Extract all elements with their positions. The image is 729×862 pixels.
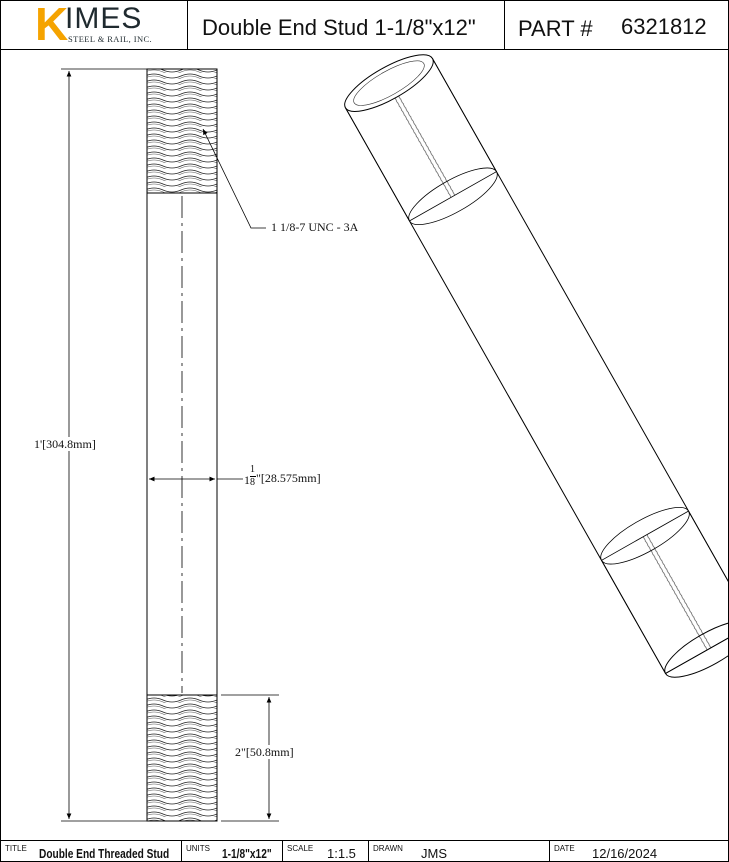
isometric-stud-view (344, 54, 728, 678)
diameter-denominator: 8 (250, 477, 255, 488)
footer-date-value: 12/16/2024 (592, 846, 658, 861)
title-block-header: K IMES STEEL & RAIL, INC. Double End Stu… (1, 1, 728, 50)
logo-initial: K (35, 0, 69, 50)
overall-length-label: 1'[304.8mm] (34, 437, 96, 451)
footer-units-label: UNITS (186, 844, 210, 853)
diameter-numerator: 1 (250, 464, 255, 475)
footer-title-cell: TITLE Double End Threaded Stud (1, 841, 182, 862)
footer-date-label: DATE (554, 844, 575, 853)
footer-title-label: TITLE (5, 844, 27, 853)
footer-units-cell: UNITS 1-1/8"x12" (182, 841, 283, 862)
diameter-rest: "[28.575mm] (256, 471, 321, 485)
footer-drawn-value: JMS (421, 846, 447, 861)
diameter-label: 1 1 8 "[28.575mm] (244, 465, 344, 493)
title-block-footer: TITLE Double End Threaded Stud UNITS 1-1… (1, 840, 728, 862)
top-thread (146, 68, 218, 194)
logo-subtitle: STEEL & RAIL, INC. (68, 34, 153, 44)
part-number: 6321812 (621, 14, 707, 39)
drawing-title-box: Double End Stud 1-1/8"x12" (188, 1, 505, 49)
footer-units-value: 1-1/8"x12" (222, 846, 272, 861)
thread-callout-label: 1 1/8-7 UNC - 3A (271, 220, 359, 234)
footer-drawn-label: DRAWN (373, 844, 403, 853)
bottom-thread (146, 694, 218, 822)
part-label: PART # (518, 16, 593, 41)
drawing-area: 1'[304.8mm] 1 1/8-7 UNC - 3A 2"[50.8mm] … (1, 49, 728, 840)
footer-scale-cell: SCALE 1:1.5 (283, 841, 369, 862)
footer-scale-label: SCALE (287, 844, 314, 853)
footer-title-value: Double End Threaded Stud (39, 846, 170, 861)
footer-scale-value: 1:1.5 (327, 846, 356, 861)
thread-callout-leader (202, 128, 266, 229)
logo-word: IMES (65, 2, 143, 35)
part-number-box: PART # 6321812 (505, 1, 728, 49)
thread-length-label: 2"[50.8mm] (235, 745, 294, 759)
footer-drawn-cell: DRAWN JMS (369, 841, 550, 862)
technical-drawing (61, 54, 728, 822)
drawing-title: Double End Stud 1-1/8"x12" (202, 15, 476, 40)
diameter-whole: 1 (244, 473, 250, 487)
company-logo: K IMES STEEL & RAIL, INC. (1, 1, 188, 49)
footer-date-cell: DATE 12/16/2024 (550, 841, 728, 862)
